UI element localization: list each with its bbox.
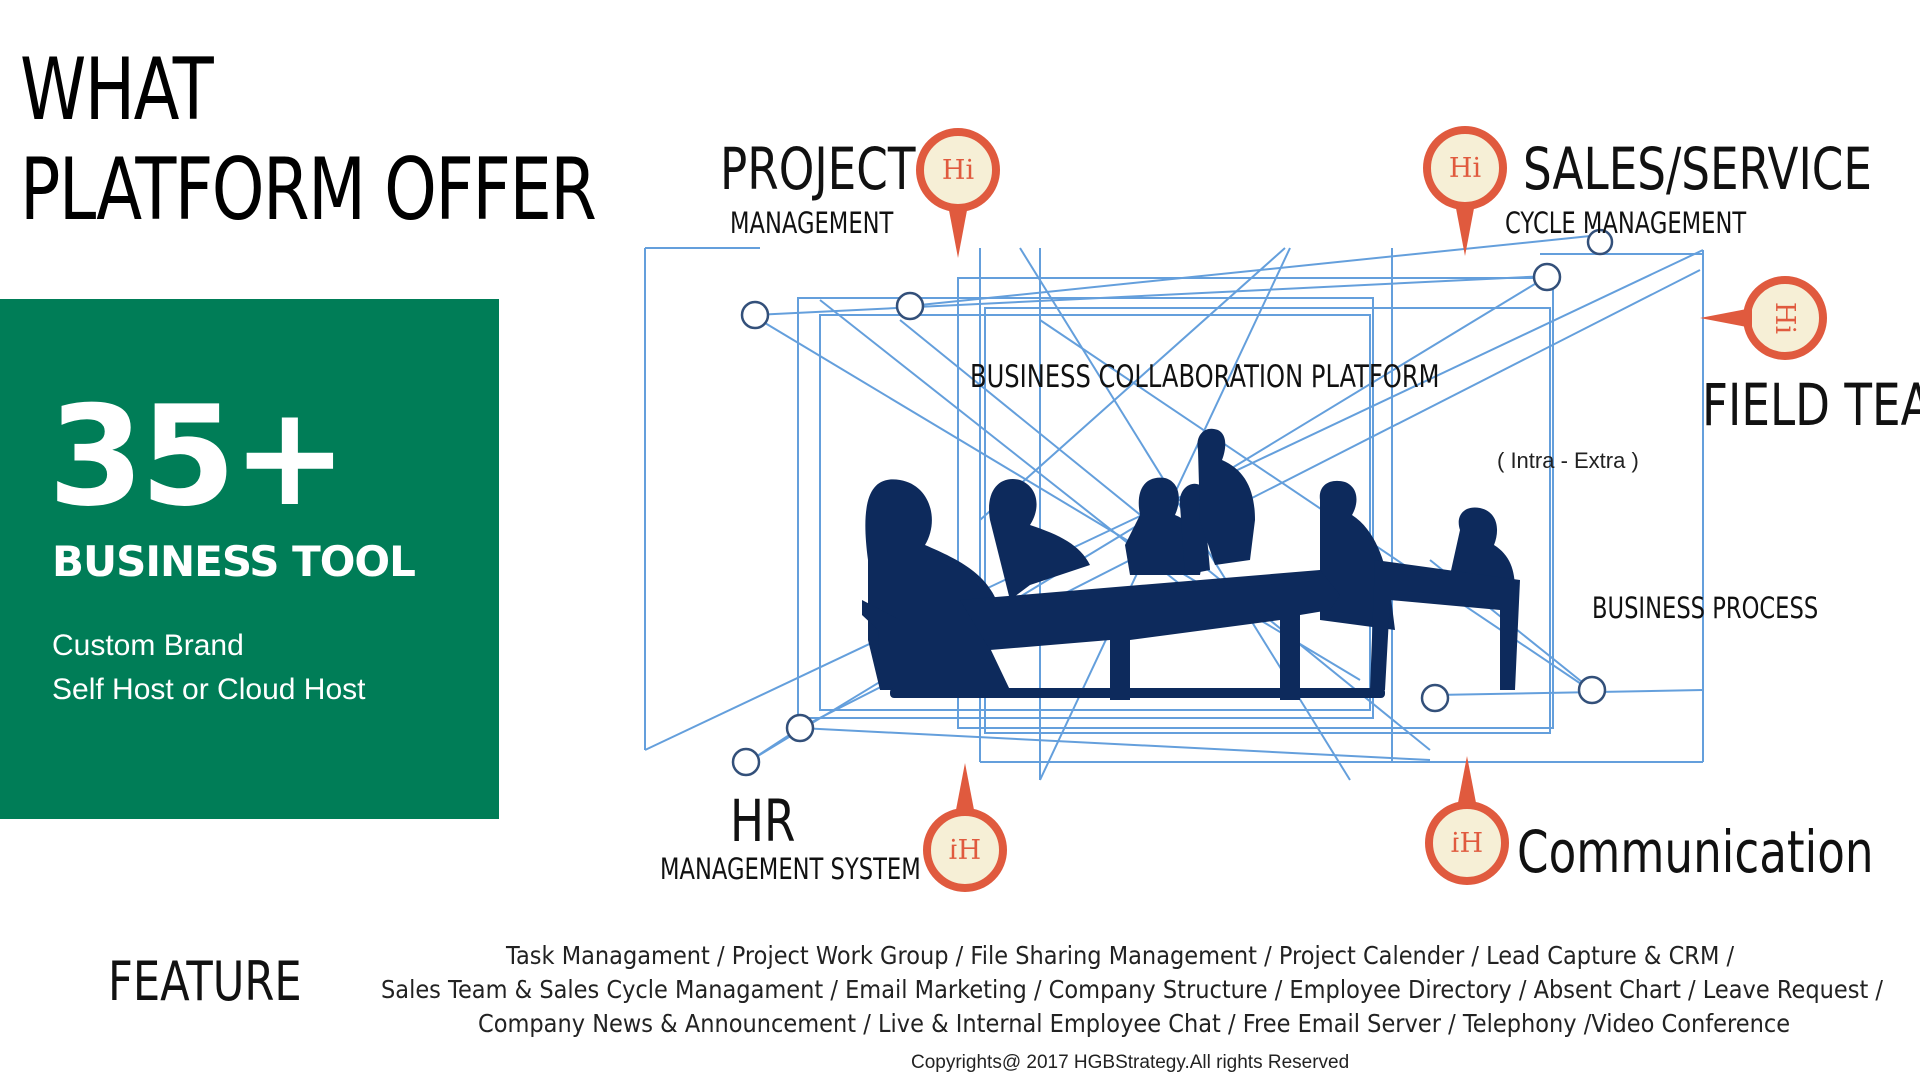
feature-title: FEATURE: [108, 950, 302, 1013]
hr-subtitle: MANAGEMENT SYSTEM: [660, 852, 921, 886]
bubble-sales: [1423, 126, 1508, 256]
tool-count: 35+: [48, 376, 348, 537]
business-process-label: BUSINESS PROCESS: [1592, 591, 1819, 625]
bubble-texts: Hi Hi Hi Hi Hi: [942, 153, 1800, 866]
feature-line-1: Task Managament / Project Work Group / F…: [506, 941, 1735, 970]
hr-title: HR: [730, 787, 796, 855]
bubble-text-project: Hi: [942, 155, 975, 186]
sales-subtitle: CYCLE MANAGEMENT: [1505, 206, 1747, 240]
project-subtitle: MANAGEMENT: [730, 206, 894, 240]
bubble-text-sales: Hi: [1449, 153, 1482, 184]
speech-bubbles: [916, 126, 1828, 892]
center-title: BUSINESS COLLABORATION PLATFORM: [970, 359, 1440, 395]
tool-label: BUSINESS TOOL: [52, 537, 416, 586]
meeting-silhouette: [862, 428, 1520, 700]
business-tool-panel: 35+ BUSINESS TOOL Custom Brand Self Host…: [0, 299, 499, 819]
sales-title: SALES/SERVICE: [1523, 135, 1872, 203]
bubble-text-field: Hi: [1769, 302, 1800, 335]
feature-line-2: Sales Team & Sales Cycle Managament / Em…: [381, 975, 1884, 1004]
headline-line-2: PLATFORM OFFER: [20, 140, 597, 240]
headline-line-1: WHAT: [20, 40, 214, 140]
panel-host-option: Self Host or Cloud Host: [52, 673, 366, 706]
bubble-text-communication: Hi: [1451, 828, 1484, 859]
bubble-project: [916, 128, 1001, 258]
panel-custom-brand: Custom Brand: [52, 629, 244, 662]
project-title: PROJECT: [720, 135, 916, 203]
bubble-communication: [1425, 756, 1510, 885]
page-headline: WHAT PLATFORM OFFER: [20, 40, 597, 240]
copyright-notice: Copyrights@ 2017 HGBStrategy.All rights …: [911, 1052, 1350, 1073]
bubble-text-hr: Hi: [949, 835, 982, 866]
network-nodes: [731, 228, 1614, 777]
bubble-field: [1700, 276, 1828, 360]
intra-extra-label: ( Intra - Extra ): [1497, 448, 1639, 473]
field-team-title: FIELD TEAM: [1702, 371, 1920, 439]
bubble-hr: [923, 763, 1008, 892]
communication-title: Communication: [1517, 818, 1874, 886]
feature-line-3: Company News & Announcement / Live & Int…: [478, 1009, 1791, 1038]
